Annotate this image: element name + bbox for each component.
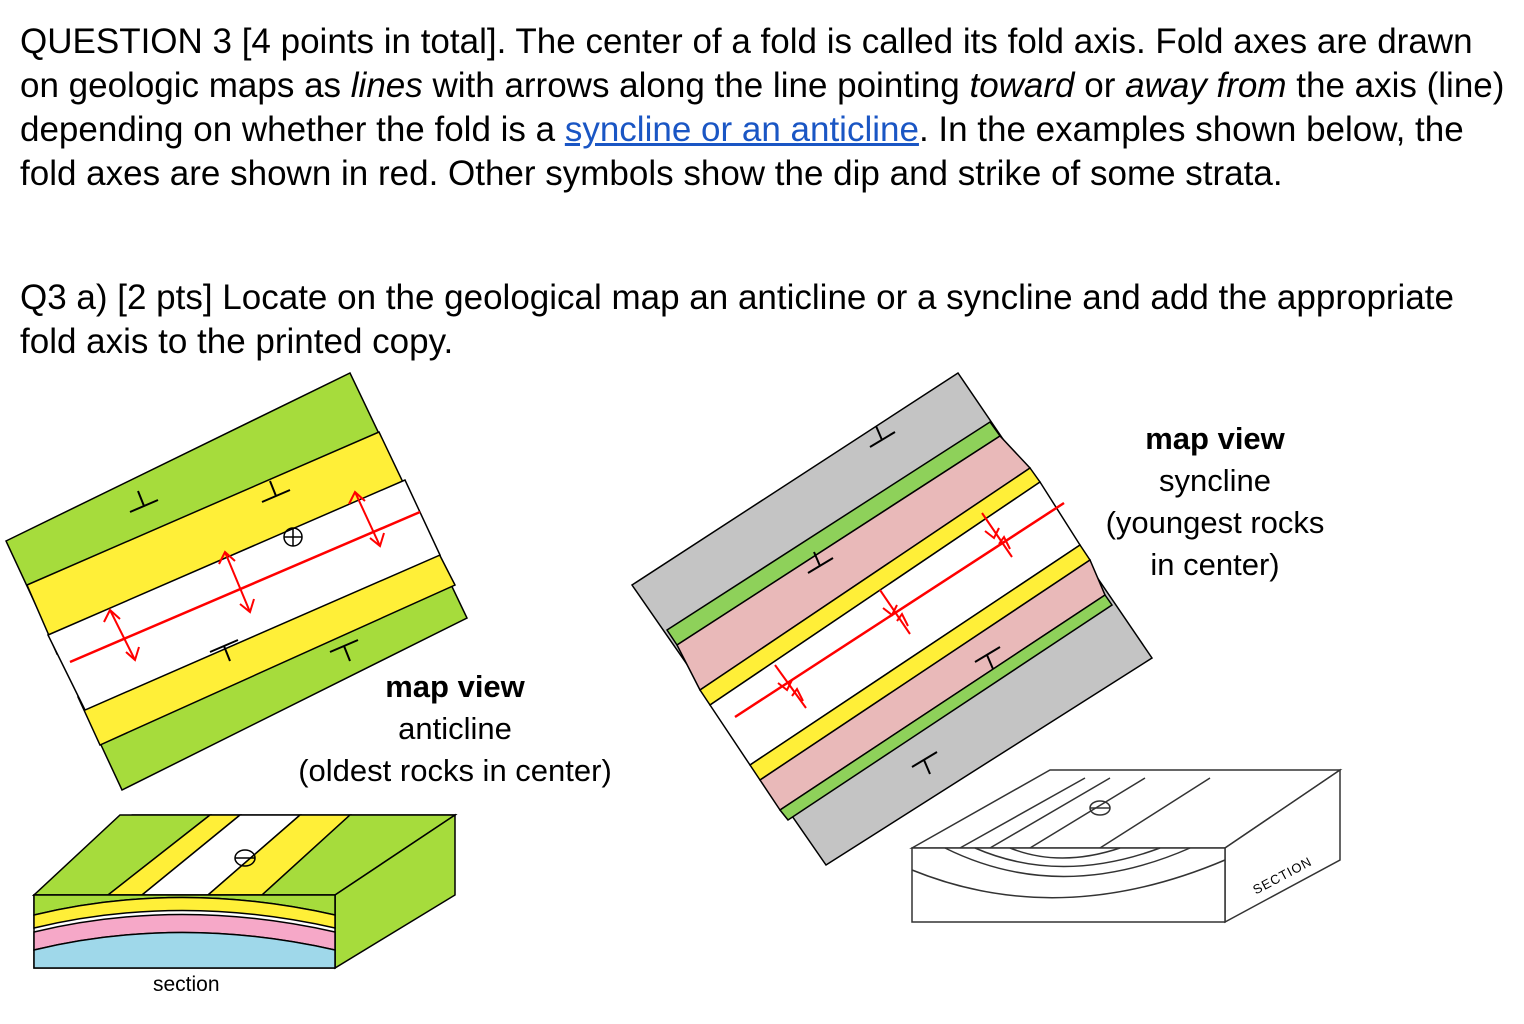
anticline-fold-axis	[69, 510, 421, 664]
anticline-block-diagram	[31, 813, 458, 970]
anticline-axis-arrows	[103, 490, 385, 662]
syncline-anticline-link[interactable]: syncline or an anticline	[564, 110, 919, 149]
syncline-fold-axis	[734, 501, 1065, 719]
syncline-caption: map view syncline (youngest rocks in cen…	[1070, 418, 1360, 586]
anticline-caption: map view anticline (oldest rocks in cent…	[270, 666, 640, 792]
question-3-text: QUESTION 3 [4 points in total]. The cent…	[20, 22, 1505, 193]
block-horizontal-beds-symbol	[234, 849, 256, 867]
question-heading: QUESTION 3 [4 points in total].	[20, 22, 507, 61]
anticline-horizontal-beds-symbol	[283, 527, 303, 547]
syncline-caption-title: map view	[1145, 421, 1285, 456]
anticline-strike-dip-symbols	[129, 480, 359, 662]
syncline-caption-note-2: in center)	[1150, 547, 1280, 582]
syncline-caption-note-1: (youngest rocks	[1105, 505, 1325, 540]
anticline-section-label: section	[153, 973, 220, 996]
syncline-axis-arrows	[774, 512, 1013, 709]
question-3a-text: Q3 a) [2 pts] Locate on the geological m…	[20, 278, 1454, 361]
anticline-caption-note: (oldest rocks in center)	[298, 753, 612, 788]
anticline-caption-title: map view	[385, 669, 525, 704]
syncline-caption-name: syncline	[1159, 463, 1271, 498]
anticline-map	[5, 371, 468, 792]
syncline-strike-dip-symbols	[807, 425, 1001, 775]
syncline-map	[630, 371, 1154, 867]
anticline-caption-name: anticline	[398, 711, 512, 746]
syncline-block-diagram	[909, 768, 1343, 924]
